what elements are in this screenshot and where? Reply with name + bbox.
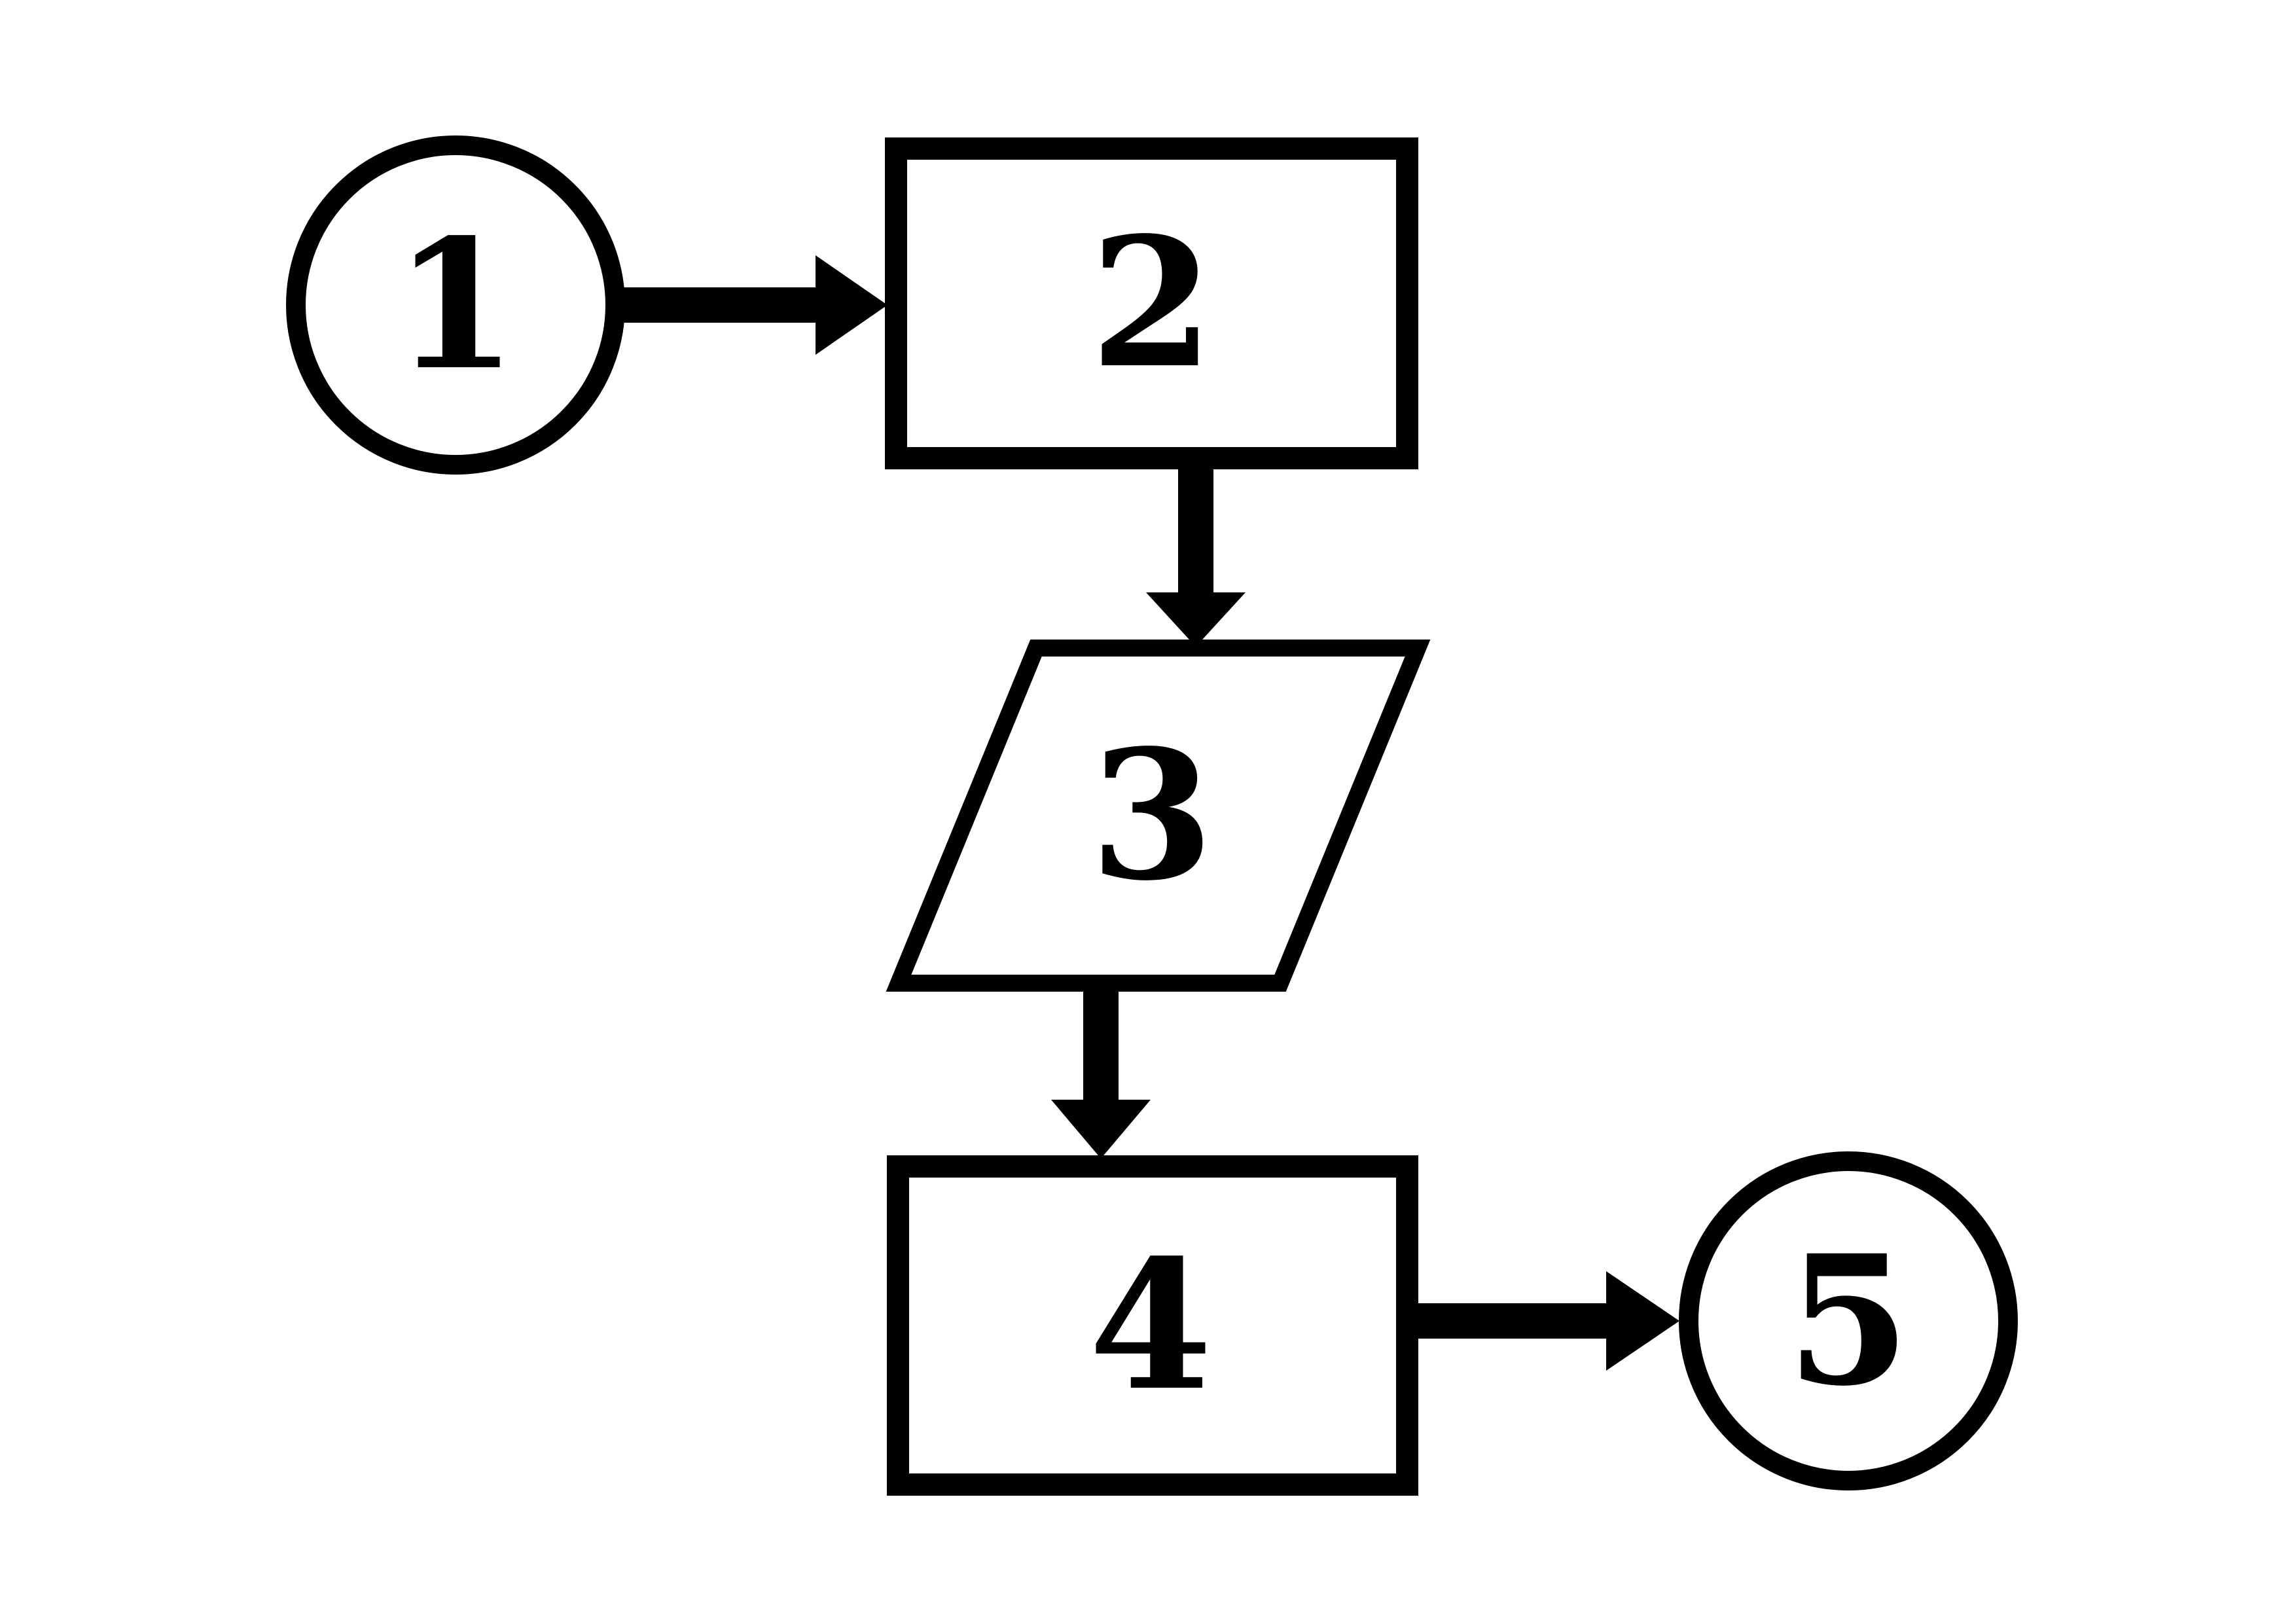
node-1-start: 1 (286, 135, 625, 475)
node-4-process: 4 (887, 1155, 1418, 1496)
edge-1-to-2 (615, 255, 888, 355)
node-4-label: 4 (1088, 1221, 1212, 1430)
arrow-shaft (1414, 1303, 1610, 1339)
rectangle-shape (885, 137, 1418, 469)
node-3-label: 3 (1090, 712, 1213, 920)
node-2-process: 2 (885, 137, 1418, 469)
rectangle-shape (887, 1155, 1418, 1496)
arrow-head-right-icon (816, 255, 888, 355)
arrow-head-down-icon (1051, 1100, 1151, 1159)
circle-shape (286, 135, 625, 475)
circle-shape (1679, 1151, 2018, 1490)
arrow-head-right-icon (1606, 1271, 1679, 1371)
parallelogram-shape (886, 640, 1431, 992)
arrow-shaft (1178, 461, 1213, 596)
arrow-shaft (1083, 979, 1119, 1103)
edge-2-to-3 (1146, 461, 1246, 647)
edge-4-to-5 (1414, 1271, 1679, 1371)
edge-3-to-4 (1051, 979, 1151, 1159)
node-3-input-output: 3 (886, 640, 1431, 992)
node-2-label: 2 (1090, 199, 1213, 408)
node-5-end: 5 (1679, 1151, 2018, 1490)
node-5-label: 5 (1786, 1217, 1910, 1426)
node-1-label: 1 (393, 201, 517, 410)
arrow-head-down-icon (1146, 592, 1246, 647)
arrow-shaft (615, 287, 819, 323)
